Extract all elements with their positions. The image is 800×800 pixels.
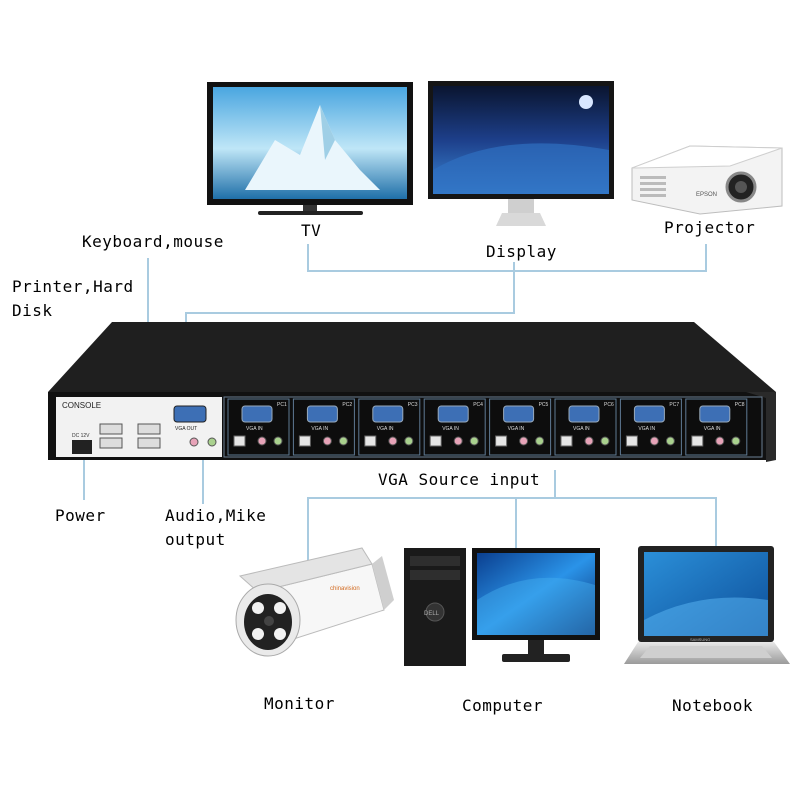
vga-in-port bbox=[372, 405, 404, 423]
vga-in-label: VGA IN bbox=[704, 426, 721, 432]
power-label: Power bbox=[55, 506, 106, 525]
pc-port-label: PC1 bbox=[277, 402, 287, 408]
usb-b-port bbox=[298, 435, 311, 447]
vga-in-label: VGA IN bbox=[442, 426, 459, 432]
usb-b-port bbox=[625, 435, 638, 447]
display-image bbox=[428, 81, 614, 226]
notebook-line bbox=[555, 497, 717, 548]
audio-in-jack bbox=[519, 436, 529, 446]
console-label: CONSOLE bbox=[62, 401, 101, 410]
usb-b-port bbox=[691, 435, 704, 447]
vga-in-label: VGA IN bbox=[508, 426, 525, 432]
output-display-line bbox=[307, 244, 707, 272]
pc-port-label: PC4 bbox=[473, 402, 483, 408]
pc-port-label: PC2 bbox=[342, 402, 352, 408]
computer-brand: DELL bbox=[424, 611, 440, 617]
camera-brand: chinavision bbox=[330, 586, 360, 592]
audio-in-jack bbox=[257, 436, 267, 446]
vga-in-port bbox=[241, 405, 273, 423]
vga-in-port bbox=[437, 405, 469, 423]
usb-port bbox=[99, 423, 123, 435]
vga-source-input-label: VGA Source input bbox=[378, 470, 541, 489]
pc-port-label: PC7 bbox=[669, 402, 679, 408]
mic-in-jack bbox=[535, 436, 545, 446]
audio-jack bbox=[189, 437, 199, 447]
tv-image bbox=[207, 82, 413, 215]
vga-out-label: VGA OUT bbox=[175, 426, 197, 432]
mic-in-jack bbox=[273, 436, 283, 446]
printer-hard-disk-line1: Printer,Hard bbox=[12, 277, 134, 296]
pc-port-label: PC8 bbox=[735, 402, 745, 408]
computer-image: DELL bbox=[404, 548, 600, 666]
audio-mike-label: Audio,Mike output bbox=[165, 504, 266, 552]
vga-in-port bbox=[306, 405, 338, 423]
computer-label: Computer bbox=[462, 696, 544, 715]
vga-in-port bbox=[568, 405, 600, 423]
mic-jack bbox=[207, 437, 217, 447]
monitor-label: Monitor bbox=[264, 694, 335, 713]
vga-in-label: VGA IN bbox=[311, 426, 328, 432]
monitor-camera-image: chinavision bbox=[235, 547, 394, 657]
vga-source-line bbox=[307, 470, 556, 560]
usb-b-port bbox=[429, 435, 442, 447]
projector-label: Projector bbox=[664, 218, 756, 237]
mic-in-jack bbox=[469, 436, 479, 446]
audio-in-jack bbox=[649, 436, 659, 446]
usb-b-port bbox=[495, 435, 508, 447]
vga-in-label: VGA IN bbox=[573, 426, 590, 432]
dc-label: DC 12V bbox=[72, 433, 90, 439]
notebook-label: Notebook bbox=[672, 696, 754, 715]
vga-in-port bbox=[699, 405, 731, 423]
projector-image: EPSON bbox=[631, 145, 783, 215]
audio-in-jack bbox=[388, 436, 398, 446]
audio-in-jack bbox=[584, 436, 594, 446]
usb-b-port bbox=[364, 435, 377, 447]
vga-in-label: VGA IN bbox=[377, 426, 394, 432]
pc-port-label: PC5 bbox=[539, 402, 549, 408]
vga-in-port bbox=[633, 405, 665, 423]
mic-in-jack bbox=[338, 436, 348, 446]
vga-in-label: VGA IN bbox=[638, 426, 655, 432]
usb-b-port bbox=[560, 435, 573, 447]
display-label: Display bbox=[486, 242, 557, 261]
usb-port bbox=[137, 423, 161, 435]
audio-in-jack bbox=[715, 436, 725, 446]
mic-in-jack bbox=[665, 436, 675, 446]
projector-brand: EPSON bbox=[696, 192, 717, 198]
mic-in-jack bbox=[600, 436, 610, 446]
mic-in-jack bbox=[404, 436, 414, 446]
pc-port-label: PC3 bbox=[408, 402, 418, 408]
audio-mike-line1: Audio,Mike bbox=[165, 506, 267, 525]
pc-port-label: PC6 bbox=[604, 402, 614, 408]
audio-mike-line2: output bbox=[165, 530, 226, 549]
power-jack bbox=[72, 440, 92, 454]
keyboard-mouse-label: Keyboard,mouse bbox=[82, 232, 224, 251]
vga-out-port bbox=[173, 405, 207, 423]
usb-port bbox=[137, 437, 161, 449]
notebook-brand: SAMSUNG bbox=[690, 637, 710, 642]
vga-in-label: VGA IN bbox=[246, 426, 263, 432]
vga-in-port bbox=[503, 405, 535, 423]
printer-hard-disk-label: Printer,Hard Disk bbox=[12, 275, 134, 323]
mic-in-jack bbox=[731, 436, 741, 446]
tv-label: TV bbox=[301, 221, 322, 240]
audio-in-jack bbox=[322, 436, 332, 446]
usb-port bbox=[99, 437, 123, 449]
notebook-image: SAMSUNG bbox=[624, 546, 790, 664]
printer-hard-disk-line2: Disk bbox=[12, 301, 53, 320]
audio-in-jack bbox=[453, 436, 463, 446]
usb-b-port bbox=[233, 435, 246, 447]
